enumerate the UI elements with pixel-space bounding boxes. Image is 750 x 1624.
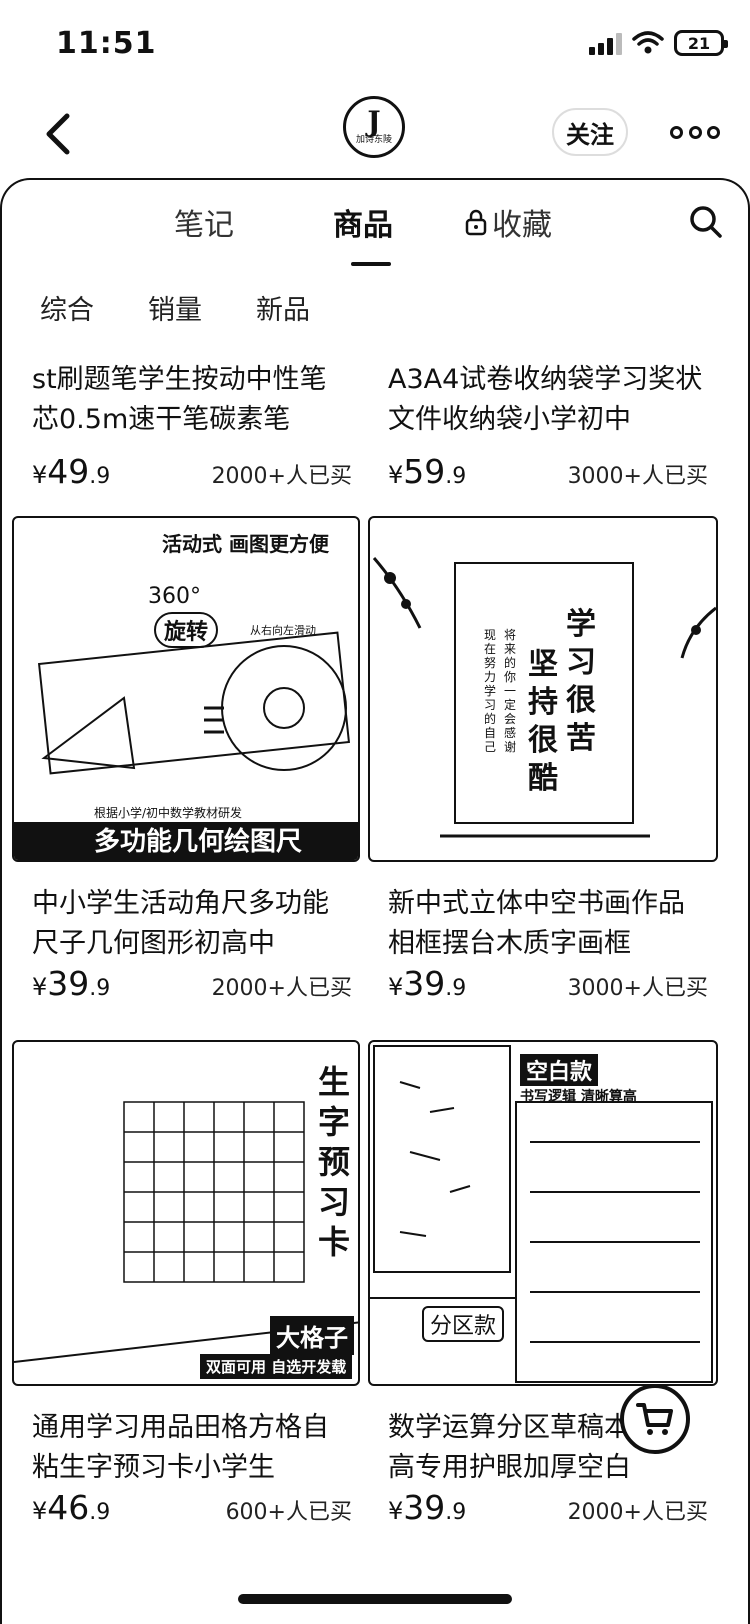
chevron-left-icon: [46, 113, 70, 155]
sold-count: 3000+人已买: [567, 976, 708, 1001]
product-card[interactable]: 生字预习卡 大格子 双面可用 自选开发载 通用学习用品田格方格自粘生字预习卡小学…: [12, 1040, 360, 1530]
product-title: st刷题笔学生按动中性笔芯0.5m速干笔碳素笔: [32, 364, 327, 435]
product-card[interactable]: 学习很苦 坚持很酷 将来的你一定会感谢 现在努力学习的自己 新中式立体中空书画作…: [368, 516, 718, 1006]
shop-logo[interactable]: J 加诗东陵: [343, 96, 405, 158]
frame-illustration: [454, 562, 634, 824]
product-image: 空白款 书写逻辑 清晰算高 分区款: [368, 1040, 718, 1386]
image-rotate-number: 360°: [148, 584, 201, 609]
filter-comprehensive[interactable]: 综合: [40, 295, 94, 326]
product-meta: ¥49.9 2000+人已买: [32, 452, 352, 492]
home-indicator[interactable]: [238, 1594, 512, 1604]
image-top-sub: 书写逻辑 清晰算高: [520, 1089, 637, 1105]
product-card[interactable]: 空白款 书写逻辑 清晰算高 分区款 数学运算分区草稿本小初高专用护眼加厚空白 ¥…: [368, 1040, 718, 1530]
product-title: 新中式立体中空书画作品相框摆台木质字画框: [388, 888, 685, 959]
sold-count: 2000+人已买: [211, 976, 352, 1001]
ruler-illustration: [37, 631, 351, 775]
image-small-2: 现在努力学习的自己: [484, 628, 497, 754]
more-button[interactable]: [670, 112, 720, 152]
filter-bar: 综合 销量 新品: [2, 288, 748, 338]
more-dot-icon: [688, 125, 702, 139]
logo-mark: J: [367, 104, 381, 138]
product-image: 活动式 画图更方便 360° 旋转 从右向左滑动 根据小学/初中数学教材研发 多…: [12, 516, 360, 862]
product-card[interactable]: A3A4试卷收纳袋学习奖状文件收纳袋小学初中 ¥59.9 3000+人已买: [388, 360, 708, 492]
image-subtext: 根据小学/初中数学教材研发: [94, 806, 243, 820]
tab-notes[interactable]: 笔记: [174, 208, 234, 243]
product-meta: ¥59.9 3000+人已买: [388, 452, 708, 492]
branch-illustration: [372, 557, 716, 838]
logo-text: 加诗东陵: [355, 134, 392, 145]
search-icon: [690, 206, 722, 238]
more-dot-icon: [670, 125, 683, 139]
search-button[interactable]: [686, 202, 730, 246]
product-image: 学习很苦 坚持很酷 将来的你一定会感谢 现在努力学习的自己: [368, 516, 718, 862]
sold-count: 2000+人已买: [211, 464, 352, 489]
tab-bar: 笔记 商品 收藏: [2, 200, 748, 270]
nav-bar: J 加诗东陵 关注: [0, 90, 750, 180]
product-meta: ¥39.9 2000+人已买: [32, 964, 352, 1004]
follow-button[interactable]: 关注: [552, 108, 628, 156]
tab-favorites-label: 收藏: [492, 208, 552, 243]
product-price: ¥39.9: [388, 1488, 467, 1527]
cart-icon: [636, 1403, 673, 1435]
more-dot-icon: [707, 125, 720, 139]
image-vertical-title: 生字预习卡: [318, 1063, 351, 1261]
lock-icon: [465, 209, 487, 236]
tab-products[interactable]: 商品: [333, 208, 393, 243]
image-mid-badge: 分区款: [422, 1306, 505, 1342]
status-icons: 21: [589, 30, 728, 56]
image-rotate-word: 旋转: [154, 612, 219, 648]
signal-icon: [589, 31, 622, 55]
product-price: ¥39.9: [32, 964, 111, 1003]
filter-sales[interactable]: 销量: [148, 295, 202, 326]
product-title: 通用学习用品田格方格自粘生字预习卡小学生: [32, 1412, 329, 1483]
product-price: ¥49.9: [32, 452, 111, 491]
image-hint: 从右向左滑动: [250, 624, 316, 637]
image-badge: 大格子: [270, 1316, 354, 1355]
product-meta: ¥46.9 600+人已买: [32, 1488, 352, 1528]
wifi-icon: [632, 31, 664, 54]
sold-count: 2000+人已买: [567, 1500, 708, 1525]
notebook-illustration: [370, 1045, 713, 1383]
image-line-2: 坚持很酷: [528, 647, 558, 796]
product-card[interactable]: 活动式 画图更方便 360° 旋转 从右向左滑动 根据小学/初中数学教材研发 多…: [12, 516, 360, 1006]
battery-icon: 21: [674, 30, 728, 56]
battery-level: 21: [687, 33, 711, 53]
product-meta: ¥39.9 3000+人已买: [388, 964, 708, 1004]
product-meta: ¥39.9 2000+人已买: [388, 1488, 708, 1528]
image-bottom: 双面可用 自选开发载: [200, 1354, 353, 1379]
cart-button[interactable]: [620, 1384, 690, 1454]
image-banner: 多功能几何绘图尺: [14, 822, 358, 860]
product-price: ¥46.9: [32, 1488, 111, 1527]
product-price: ¥39.9: [388, 964, 467, 1003]
tab-favorites[interactable]: 收藏: [464, 200, 552, 244]
product-card[interactable]: st刷题笔学生按动中性笔芯0.5m速干笔碳素笔 ¥49.9 2000+人已买: [32, 360, 352, 492]
product-image: 生字预习卡 大格子 双面可用 自选开发载: [12, 1040, 360, 1386]
image-top-badge: 空白款: [520, 1054, 599, 1086]
image-heading: 活动式 画图更方便: [162, 532, 329, 556]
status-bar: 11:51 21: [0, 0, 750, 90]
sold-count: 3000+人已买: [567, 464, 708, 489]
active-tab-indicator: [351, 262, 391, 266]
status-time: 11:51: [56, 26, 157, 61]
product-title: A3A4试卷收纳袋学习奖状文件收纳袋小学初中: [388, 364, 703, 435]
product-price: ¥59.9: [388, 452, 467, 491]
image-line-1: 学习很苦: [566, 607, 596, 756]
content-sheet: 笔记 商品 收藏 综合 销量 新品 st刷题笔学生按动中性笔芯0.5m速干笔碳素…: [0, 178, 750, 1624]
sold-count: 600+人已买: [225, 1500, 352, 1525]
back-button[interactable]: [28, 104, 88, 164]
filter-new[interactable]: 新品: [256, 295, 310, 326]
image-small-1: 将来的你一定会感谢: [504, 628, 517, 754]
product-title: 中小学生活动角尺多功能尺子几何图形初高中: [32, 888, 329, 959]
